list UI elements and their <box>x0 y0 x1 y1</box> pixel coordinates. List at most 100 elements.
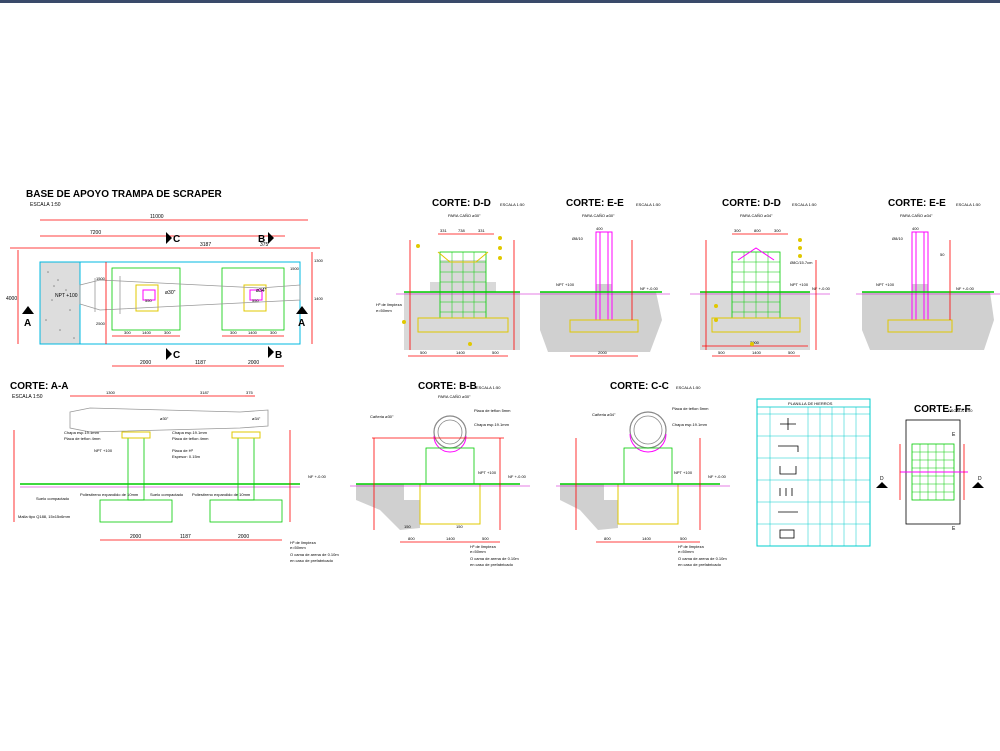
ee2-rebar: Ø8/10 <box>892 236 904 241</box>
aa-placa-h: Placa de Hº <box>172 448 194 453</box>
plan-w550a: 550 <box>145 298 152 303</box>
aa-suelo: Suelo compactado <box>150 492 184 497</box>
ff-marker-e-top: E <box>952 432 956 438</box>
ee2-sub: PARA CAÑO ø34" <box>900 213 933 218</box>
aa-hl-e: e=50mm <box>290 545 306 550</box>
dd1-cleaning-e: e=50mm <box>376 308 392 313</box>
ee1-scale: ESCALA 1:50 <box>636 202 661 207</box>
ee2-dim-400: 400 <box>912 226 919 231</box>
plan-h1500b: 1500 <box>290 266 300 271</box>
aa-dim-375: 375 <box>246 390 253 395</box>
aa-malla: Malla tipo Q188, 15x15x6mm <box>18 514 71 519</box>
plan-h4000: 4000 <box>6 296 17 302</box>
plan-dim-left: 7200 <box>90 230 101 236</box>
aa-chapa2: Chapa esp.19.1mm <box>172 430 208 435</box>
plan-s1400b: 1400 <box>248 330 258 335</box>
dd1-dim-1: 738 <box>458 228 465 233</box>
plan-dim-mid: 3187 <box>200 242 211 248</box>
dd2-dim-2000: 2000 <box>750 340 760 345</box>
plan-side1300: 1300 <box>314 258 324 263</box>
aa-poli2: Poliestireno expandido de 10mm <box>192 492 251 497</box>
bb-hl: Hº de limpieza <box>470 544 496 549</box>
ee1-npt: NPT +100 <box>556 282 575 287</box>
dd1-dim-2: 331 <box>478 228 485 233</box>
plan-w2000a: 2000 <box>140 360 151 366</box>
cc-dim-500: 500 <box>680 536 687 541</box>
plan-h2500: 2500 <box>96 321 106 326</box>
window-top-border <box>0 0 1000 3</box>
dd2-npt: NPT +100 <box>790 282 809 287</box>
marker-b-top: B <box>258 234 265 245</box>
dd2-title: CORTE: D-D <box>722 198 781 209</box>
marker-b-bottom: B <box>275 350 282 361</box>
aa-npt: NPT +100 <box>94 448 113 453</box>
aa-suelo2: Suelo compactado <box>36 496 70 501</box>
bb-dim-1400: 1400 <box>446 536 456 541</box>
plan-s300d: 300 <box>270 330 277 335</box>
aa-level: NF +-0.00 <box>308 474 327 479</box>
section-aa: CORTE: A-A ESCALA 1:50 1300 3187 375 ø30… <box>10 381 339 563</box>
cc-npt: NPT +100 <box>674 470 693 475</box>
plan-s300a: 300 <box>124 330 131 335</box>
ee1-level: NF +-0.00 <box>640 286 659 291</box>
section-ee-34: CORTE: E-E ESCALA 1:50 PARA CAÑO ø34" 40… <box>856 198 1000 350</box>
dd1-dim-1400: 1400 <box>456 350 466 355</box>
dd1-dim-500b: 500 <box>492 350 499 355</box>
aa-dim-2000a: 2000 <box>130 534 141 540</box>
cc-caneria: Cañeria ø34" <box>592 412 616 417</box>
cc-hl-e: e=50mm <box>678 549 694 554</box>
aa-dim-1187: 1187 <box>180 534 191 540</box>
plan-s300c: 300 <box>230 330 237 335</box>
section-cc: CORTE: C-C ESCALA 1:50 Cañeria ø34" Plac… <box>556 381 730 567</box>
bb-caneria: Cañeria ø30" <box>370 414 394 419</box>
plan-w2000b: 2000 <box>248 360 259 366</box>
plan-w1187: 1187 <box>195 360 206 366</box>
aa-dim-2000b: 2000 <box>238 534 249 540</box>
cc-note2: en caso de prefabricado <box>678 562 722 567</box>
plan-dim-total: 11000 <box>150 214 164 220</box>
marker-a-left: A <box>24 318 31 329</box>
cc-dim-800: 800 <box>604 536 611 541</box>
aa-title: CORTE: A-A <box>10 381 69 392</box>
ee2-level: NF +-0.00 <box>956 286 975 291</box>
plan-h1500a: 1500 <box>96 276 106 281</box>
dd2-scale: ESCALA 1:50 <box>792 202 817 207</box>
aa-scale: ESCALA 1:50 <box>12 394 43 400</box>
dd1-dim-500a: 500 <box>420 350 427 355</box>
section-dd-34: CORTE: D-D ESCALA 1:50 PARA CAÑO ø34" 30… <box>690 198 831 357</box>
marker-c-top: C <box>173 234 180 245</box>
section-dd-30: CORTE: D-D ESCALA 1:50 PARA CAÑO ø30" 33… <box>376 198 530 357</box>
dd2-dim-500a: 500 <box>718 350 725 355</box>
bb-hl-e: e=50mm <box>470 549 486 554</box>
plan-pipe34: ø34" <box>256 288 267 294</box>
plan-w550b: 550 <box>252 298 259 303</box>
bb-note1: O cama de arena de 0.10m <box>470 556 519 561</box>
ff-title: CORTE: F-F <box>914 404 971 415</box>
aa-pipe34: ø34" <box>252 416 261 421</box>
bb-title: CORTE: B-B <box>418 381 477 392</box>
ee1-dim-2000: 2000 <box>598 350 608 355</box>
aa-poli1: Poliestireno expandido de 10mm <box>80 492 139 497</box>
dd1-title: CORTE: D-D <box>432 198 491 209</box>
dd1-dim-0: 331 <box>440 228 447 233</box>
plan-s300b: 300 <box>164 330 171 335</box>
dd1-scale: ESCALA 1:50 <box>500 202 525 207</box>
plan-view: BASE DE APOYO TRAMPA DE SCRAPER ESCALA 1… <box>6 189 324 367</box>
dd1-sub: PARA CAÑO ø30" <box>448 213 481 218</box>
ff-marker-e-bottom: E <box>952 526 956 532</box>
bb-chapa: Chapa esp.19.1mm <box>474 422 510 427</box>
cc-title: CORTE: C-C <box>610 381 669 392</box>
cc-chapa: Chapa esp.19.1mm <box>672 422 708 427</box>
dd1-cleaning: Hº de limpieza <box>376 302 402 307</box>
ee2-dim-50: 50 <box>940 252 945 257</box>
cc-placa: Placa de teflon 5mm <box>672 406 709 411</box>
aa-note2: en caso de prefabricado <box>290 558 334 563</box>
main-title: BASE DE APOYO TRAMPA DE SCRAPER <box>26 189 223 200</box>
aa-note1: O cama de arena de 0.10m <box>290 552 339 557</box>
ee2-scale: ESCALA 1:50 <box>956 202 981 207</box>
dd2-dim-0: 300 <box>734 228 741 233</box>
ee2-title: CORTE: E-E <box>888 198 946 209</box>
section-ee-30: CORTE: E-E ESCALA 1:50 PARA CAÑO ø30" 40… <box>530 198 670 357</box>
ff-marker-d-left: D <box>880 476 884 482</box>
aa-hl: Hº de limpieza <box>290 540 316 545</box>
